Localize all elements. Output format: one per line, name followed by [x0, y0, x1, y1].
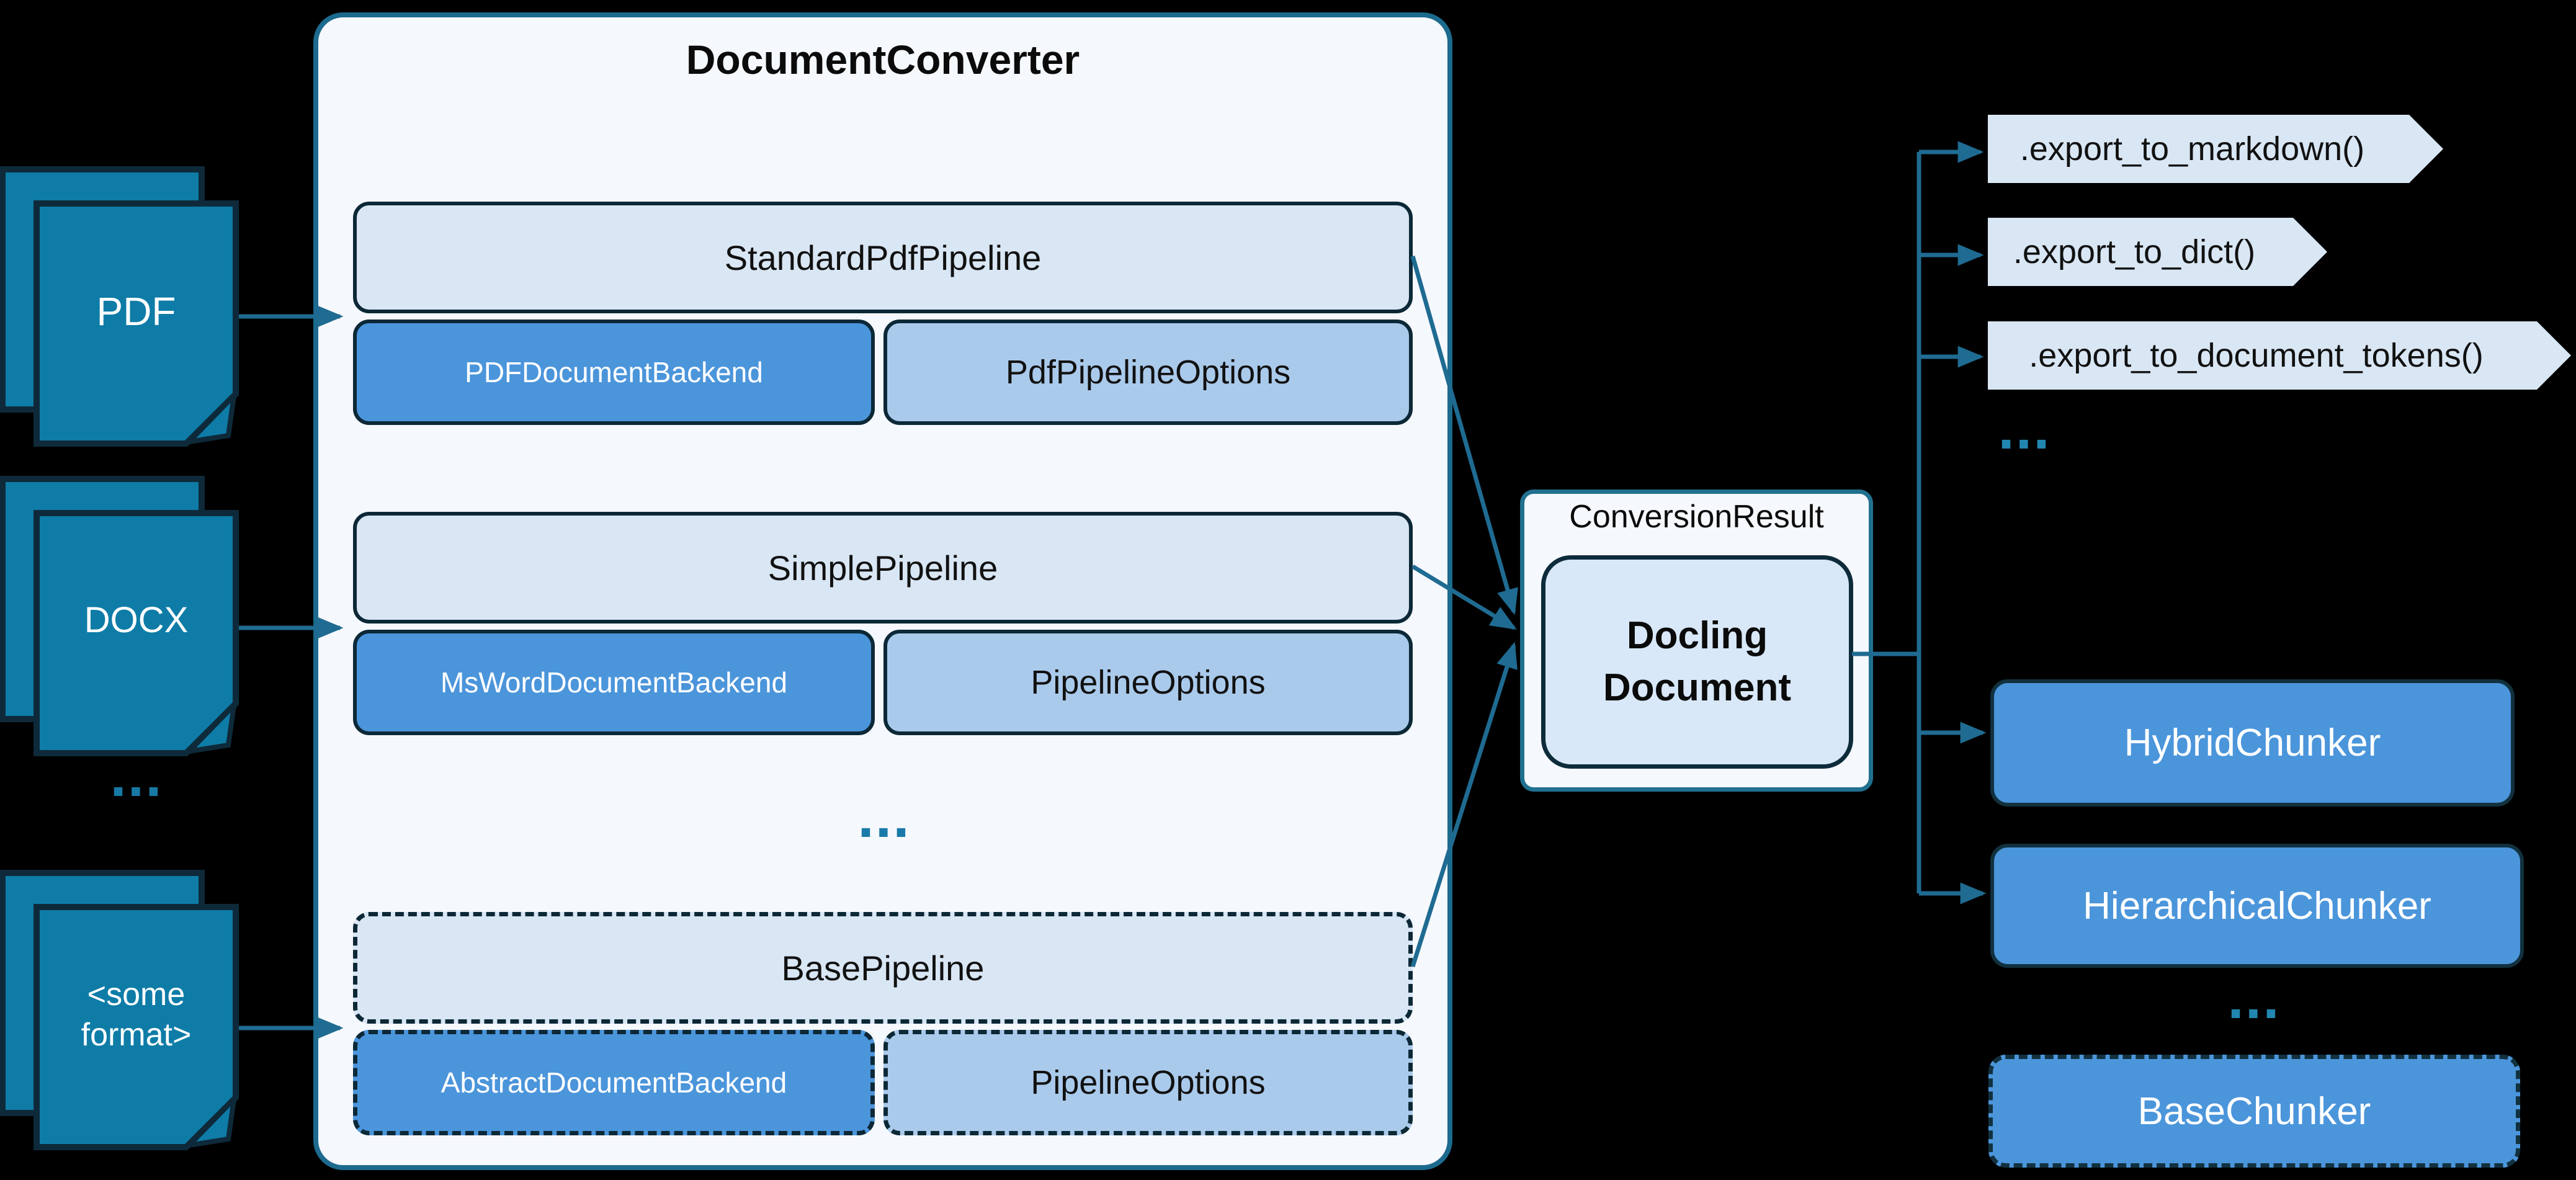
- standard-pdf-pipeline-box: StandardPdfPipeline: [353, 202, 1413, 313]
- pipeline-options-box: PipelineOptions: [883, 630, 1413, 735]
- export-to-markdown-tag: .export_to_markdown(): [1988, 115, 2443, 183]
- hybrid-chunker-box: HybridChunker: [1990, 679, 2515, 807]
- pdf-pipeline-options-label: PdfPipelineOptions: [1005, 354, 1291, 391]
- document-converter-title: DocumentConverter: [686, 37, 1080, 83]
- export-to-markdown-label: .export_to_markdown(): [2019, 130, 2365, 168]
- pdf-documents-icon: [0, 166, 239, 447]
- hierarchical-chunker-box: HierarchicalChunker: [1990, 844, 2524, 968]
- base-pipeline-options-box: PipelineOptions: [883, 1030, 1413, 1135]
- pipeline-options-label: PipelineOptions: [1031, 664, 1266, 701]
- some-format-documents-icon: [0, 870, 239, 1150]
- exports-ellipsis: ...: [1998, 396, 2051, 462]
- docling-document-label: Docling Document: [1603, 614, 1792, 709]
- some-format-label: <some format>: [81, 976, 192, 1053]
- export-to-dict-tag: .export_to_dict(): [1988, 218, 2327, 286]
- hierarchical-chunker-label: HierarchicalChunker: [2083, 884, 2431, 927]
- docx-documents-icon: [0, 476, 239, 756]
- base-pipeline-box: BasePipeline: [353, 912, 1413, 1024]
- conversion-result-label: ConversionResult: [1569, 499, 1824, 535]
- base-pipeline-options-label: PipelineOptions: [1031, 1064, 1266, 1101]
- simple-pipeline-label: SimplePipeline: [767, 548, 998, 588]
- hybrid-chunker-label: HybridChunker: [2124, 722, 2381, 764]
- pdf-pipeline-options-box: PdfPipelineOptions: [883, 320, 1413, 425]
- standard-pdf-pipeline-label: StandardPdfPipeline: [724, 238, 1042, 277]
- docling-document-box: Docling Document: [1541, 555, 1853, 769]
- base-chunker-box: BaseChunker: [1988, 1055, 2520, 1168]
- msword-document-backend-label: MsWordDocumentBackend: [440, 666, 788, 699]
- export-to-document-tokens-tag: .export_to_document_tokens(): [1988, 321, 2571, 390]
- abstract-document-backend-label: AbstractDocumentBackend: [441, 1066, 787, 1099]
- chunkers-ellipsis: ...: [2227, 965, 2281, 1031]
- converter-ellipsis: ...: [857, 784, 911, 850]
- simple-pipeline-box: SimplePipeline: [353, 512, 1413, 624]
- export-to-document-tokens-label: .export_to_document_tokens(): [2029, 337, 2484, 374]
- msword-document-backend-box: MsWordDocumentBackend: [353, 630, 875, 735]
- pdf-label: PDF: [96, 288, 176, 334]
- inputs-ellipsis: ...: [110, 743, 163, 809]
- docx-label: DOCX: [84, 600, 189, 641]
- pdf-document-backend-box: PDFDocumentBackend: [353, 320, 875, 425]
- base-chunker-label: BaseChunker: [2137, 1089, 2371, 1133]
- export-to-dict-label: .export_to_dict(): [2013, 233, 2256, 270]
- pdf-document-backend-label: PDFDocumentBackend: [465, 356, 763, 388]
- abstract-document-backend-box: AbstractDocumentBackend: [353, 1030, 875, 1135]
- base-pipeline-label: BasePipeline: [781, 948, 985, 988]
